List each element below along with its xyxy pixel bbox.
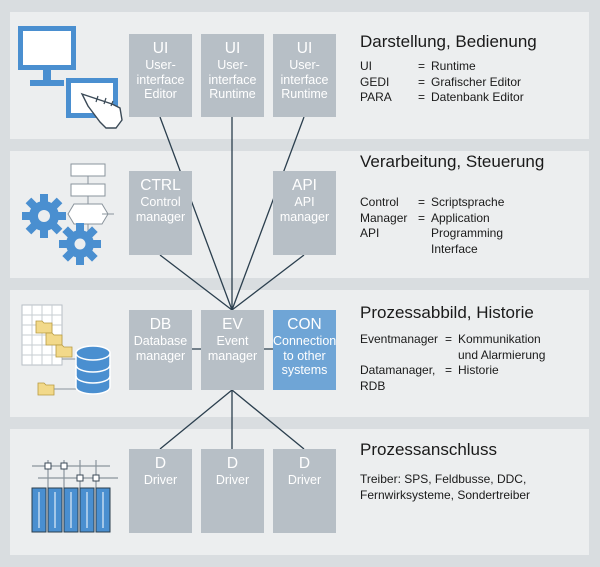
box-label: Driver xyxy=(287,473,322,487)
definition-term: PARA xyxy=(360,90,392,104)
box-code: UI xyxy=(224,40,241,57)
box-label: Database manager xyxy=(133,334,188,363)
box-label: API manager xyxy=(279,195,330,224)
database-folders-icon xyxy=(21,304,111,396)
gears-flowchart-icon xyxy=(22,163,114,265)
definition-row: UI=Runtime xyxy=(360,59,476,73)
definition-term: Control xyxy=(360,195,399,209)
box-code: EV xyxy=(222,316,243,333)
box-label: Connection to other systems xyxy=(273,334,337,377)
box-code: UI xyxy=(296,40,313,57)
box-label: Driver xyxy=(143,473,178,487)
box-code: CTRL xyxy=(140,177,181,194)
definition-desc: Application Programming Interface xyxy=(431,210,504,256)
api-box: API API manager xyxy=(273,171,336,255)
definition-term-text: Manager xyxy=(360,210,408,225)
definition-term-text: RDB xyxy=(360,378,386,393)
box-code: DB xyxy=(149,316,172,333)
box-label: Event manager xyxy=(207,334,258,363)
definition-desc: Historie xyxy=(458,363,499,377)
definition-term-text: Datamanager, xyxy=(360,363,436,377)
driver-description: Treiber: SPS, Feldbusse, DDC, Fernwirksy… xyxy=(360,472,531,502)
definition-term: UI xyxy=(360,59,372,73)
driver-rack-icon xyxy=(31,460,118,533)
con-box: CON Connection to other systems xyxy=(273,310,336,390)
box-code: D xyxy=(154,455,167,472)
ui-runtime-box-2: UI User- interface Runtime xyxy=(273,34,336,117)
driver-box-3: D Driver xyxy=(273,449,336,533)
definition-row: Eventmanager=Kommunikation und Alarmieru… xyxy=(360,332,546,362)
layer-title: Verarbeitung, Steuerung xyxy=(360,152,545,171)
line-ev-driver-3 xyxy=(231,389,305,450)
definition-desc: Kommunikation und Alarmierung xyxy=(458,332,546,362)
definition-row: PARA=Datenbank Editor xyxy=(360,90,524,104)
definition-row: GEDI=Grafischer Editor xyxy=(360,74,522,89)
definition-desc: Datenbank Editor xyxy=(431,90,524,104)
definition-list: Eventmanager=Kommunikation und Alarmieru… xyxy=(360,332,545,394)
definition-term: GEDI xyxy=(360,74,390,89)
box-code: UI xyxy=(152,40,169,57)
box-label: Driver xyxy=(215,473,250,487)
box-label: User- interface Runtime xyxy=(208,58,257,101)
ev-box: EV Event manager xyxy=(201,310,264,390)
layer-title: Prozessanschluss xyxy=(360,440,498,459)
box-code: D xyxy=(226,455,239,472)
box-code: D xyxy=(298,455,311,472)
ui-editor-box: UI User- interface Editor xyxy=(129,34,192,117)
definition-row: Datamanager,RDB=Historie xyxy=(360,363,499,394)
definition-term: Eventmanager xyxy=(360,332,439,346)
box-code: CON xyxy=(287,316,322,333)
definition-desc: Scriptsprache xyxy=(431,195,505,209)
definition-list: UI=Runtime GEDI=Grafischer Editor PARA=D… xyxy=(360,59,524,106)
monitor-hand-icon xyxy=(18,26,123,129)
driver-box-2: D Driver xyxy=(201,449,264,533)
box-label: Control manager xyxy=(135,195,186,224)
definition-row: Control=Scriptsprache xyxy=(360,195,505,209)
line-ev-driver-1 xyxy=(159,389,233,450)
layer-title: Darstellung, Bedienung xyxy=(360,32,537,51)
definition-term-text: API xyxy=(360,226,380,240)
line-ev-ui-runtime-2 xyxy=(231,116,305,311)
definition-desc: Grafischer Editor xyxy=(431,74,522,89)
db-box: DB Database manager xyxy=(129,310,192,390)
line-ev-api xyxy=(231,254,305,311)
definition-term: Datamanager,RDB xyxy=(360,363,445,394)
box-label: User- interface Editor xyxy=(136,58,185,101)
ctrl-box: CTRL Control manager xyxy=(129,171,192,255)
line-ev-ctrl xyxy=(159,254,233,311)
layer-title: Prozessabbild, Historie xyxy=(360,303,534,322)
ui-runtime-box: UI User- interface Runtime xyxy=(201,34,264,117)
definition-desc: Runtime xyxy=(431,59,476,73)
box-label: User- interface Runtime xyxy=(280,58,329,101)
line-ev-ui-editor xyxy=(159,116,233,311)
box-code: API xyxy=(292,177,317,194)
driver-box: D Driver xyxy=(129,449,192,533)
